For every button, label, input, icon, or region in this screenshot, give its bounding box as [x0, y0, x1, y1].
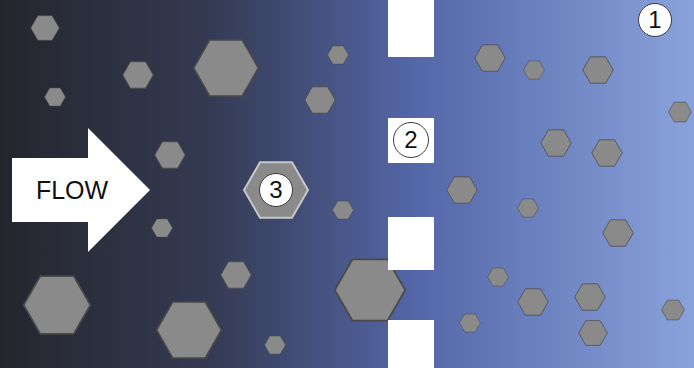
callout-circle: 3: [259, 173, 293, 207]
flow-label: FLOW: [36, 178, 108, 203]
callout-circle: 2: [393, 122, 429, 158]
labelled-particle: [244, 162, 308, 217]
flow-arrow: FLOW: [12, 128, 150, 252]
callout-number: 2: [404, 128, 417, 152]
callout-number: 3: [269, 178, 282, 202]
membrane-barrier: [388, 0, 434, 368]
callout-number: 1: [648, 8, 661, 32]
callout-circle: 1: [638, 3, 672, 37]
